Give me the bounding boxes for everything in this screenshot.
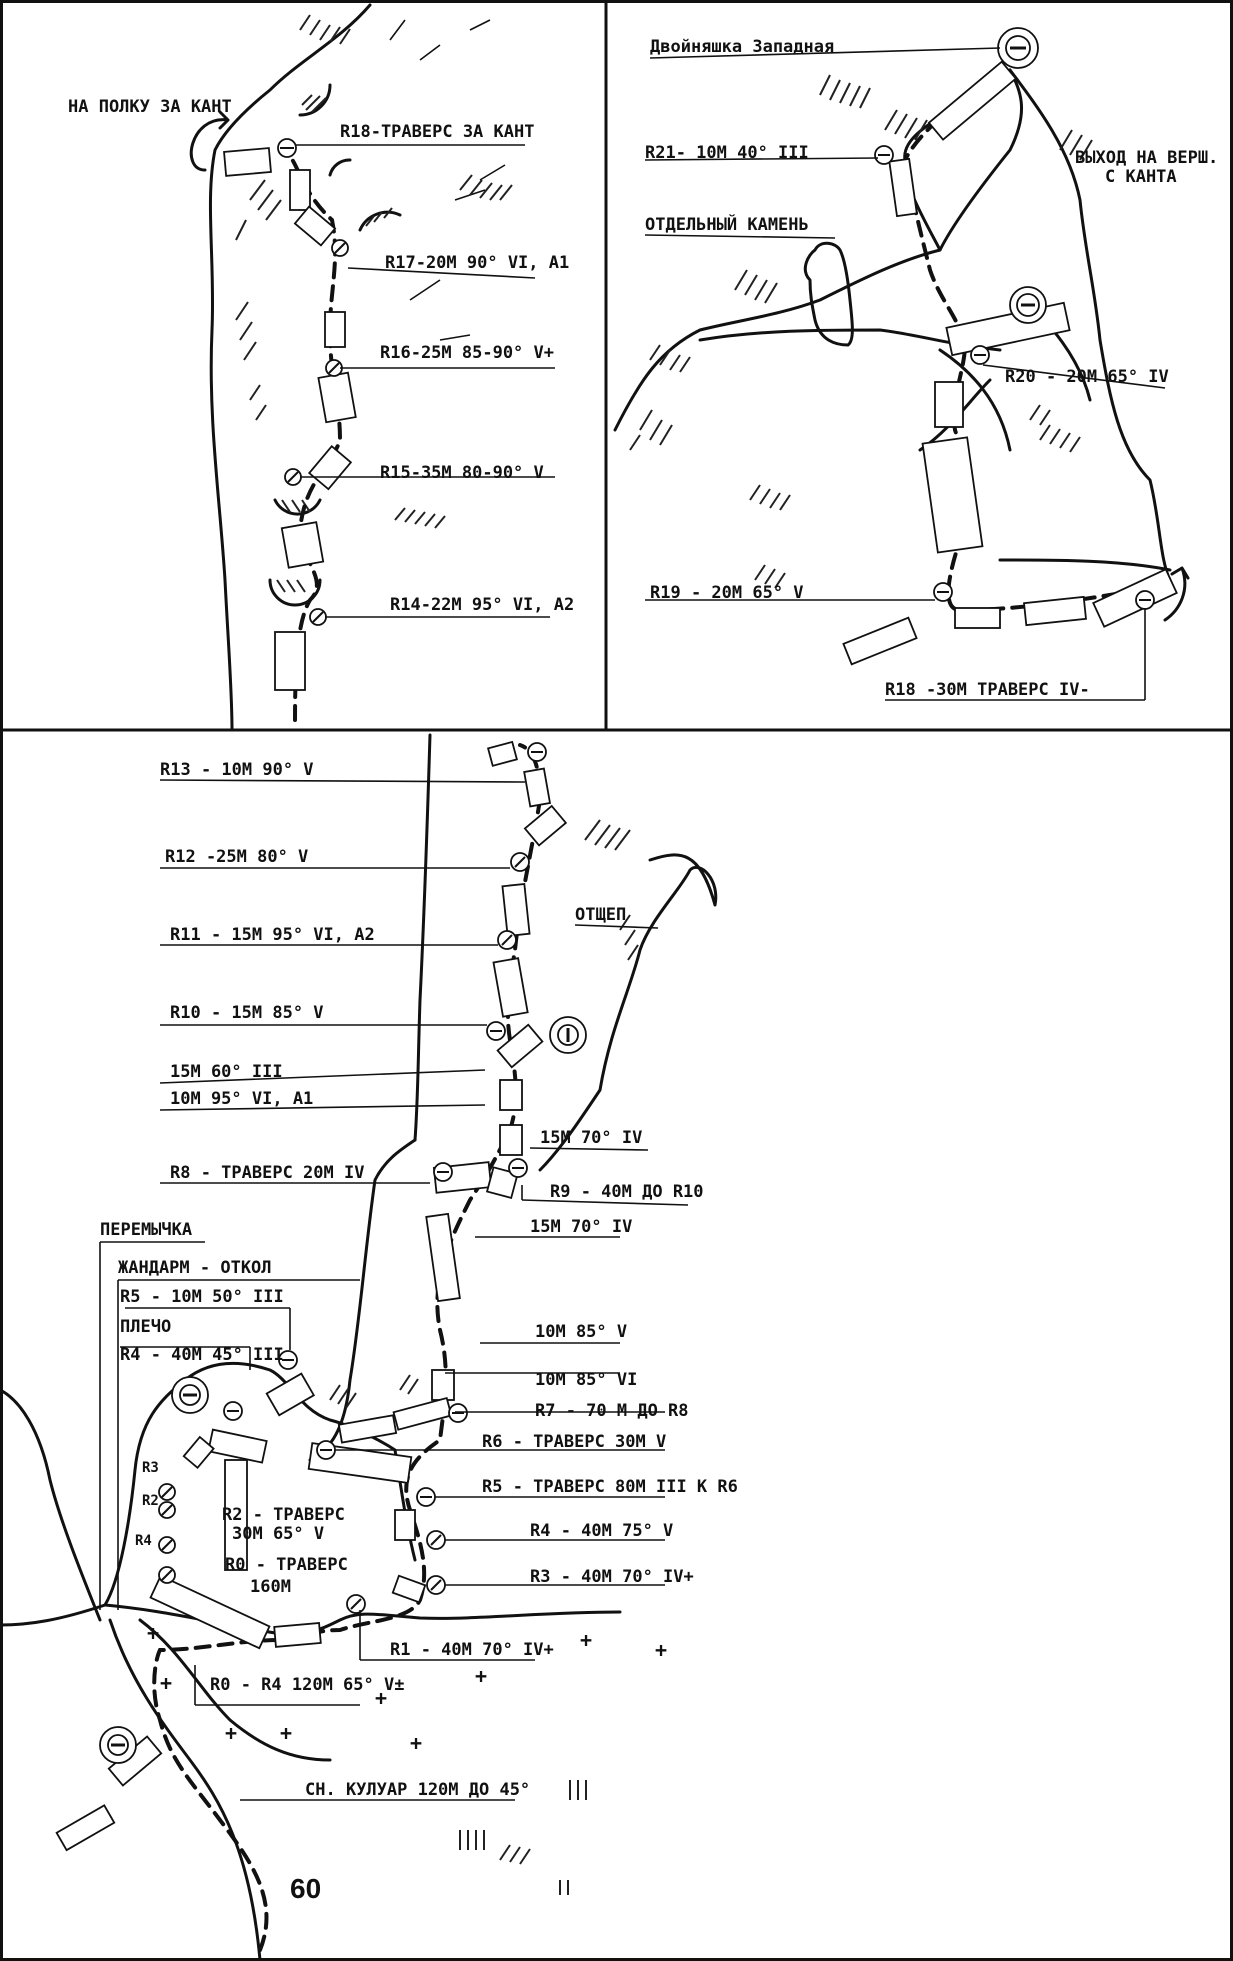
marker-r2: R2 bbox=[142, 1493, 159, 1509]
bottom-boxes bbox=[55, 740, 568, 1852]
label-shoulder: ПЛЕЧО bbox=[120, 1317, 171, 1337]
label-separate-stone: ОТДЕЛЬНЫЙ КАМЕНЬ bbox=[645, 213, 809, 235]
label-r3: R3 - 40М 70° IV+ bbox=[530, 1567, 694, 1587]
rock-hatching bbox=[235, 14, 513, 529]
label-onto-ledge: НА ПОЛКУ ЗА КАНТ bbox=[68, 97, 232, 117]
overhang-arcs bbox=[268, 83, 402, 607]
route-line-upper bbox=[283, 148, 343, 722]
label-r11: R11 - 15М 95° VI, A2 bbox=[170, 925, 375, 945]
panel-bottom: + + + + + + + + + bbox=[0, 733, 738, 1961]
svg-text:+: + bbox=[160, 1671, 172, 1695]
belay-boxes bbox=[223, 147, 357, 691]
svg-text:+: + bbox=[580, 1628, 592, 1652]
bottom-leaders bbox=[99, 779, 689, 1801]
label-r0-detail: 160М bbox=[250, 1577, 291, 1597]
label-summit-name: Двойняшка Западная bbox=[650, 37, 834, 57]
label-r9: R9 - 40М ДО R10 bbox=[550, 1182, 704, 1202]
right-hatching bbox=[629, 74, 1093, 589]
panel-top-left: НА ПОЛКУ ЗА КАНТ R18-ТРАВЕРС ЗА КАНТ R17… bbox=[68, 3, 574, 732]
belay-stations bbox=[277, 138, 349, 626]
svg-text:+: + bbox=[475, 1664, 487, 1688]
label-r18-left: R18-ТРАВЕРС ЗА КАНТ bbox=[340, 122, 534, 142]
label-r6: R6 - ТРАВЕРС 30М V bbox=[482, 1432, 666, 1452]
label-10m85vi: 10М 85° VI bbox=[535, 1370, 637, 1390]
label-15m70-upper: 15М 70° IV bbox=[540, 1128, 642, 1148]
label-saddle: ПЕРЕМЫЧКА bbox=[100, 1220, 192, 1240]
ridge-left bbox=[0, 1378, 187, 1627]
svg-text:+: + bbox=[225, 1721, 237, 1745]
svg-text:+: + bbox=[280, 1721, 292, 1745]
panel-top-right: Двойняшка Западная ВЫХОД НА ВЕРШ. С КАНТ… bbox=[613, 27, 1218, 701]
label-r20: R20 - 20М 65° IV bbox=[1005, 367, 1169, 387]
couloir-outline bbox=[108, 1618, 332, 1961]
label-10m85v: 10М 85° V bbox=[535, 1322, 627, 1342]
bottom-stations bbox=[99, 742, 587, 1764]
svg-text:+: + bbox=[147, 1621, 159, 1645]
label-r2: R2 - ТРАВЕРС bbox=[222, 1505, 345, 1525]
label-r16: R16-25М 85-90° V+ bbox=[380, 343, 554, 363]
label-r12: R12 -25М 80° V bbox=[165, 847, 308, 867]
label-r5-lower: R5 - ТРАВЕРС 80М III К R6 bbox=[482, 1477, 738, 1497]
label-r17: R17-20М 90° VI, A1 bbox=[385, 253, 569, 273]
label-r7: R7 - 70 М ДО R8 bbox=[535, 1401, 689, 1421]
label-exit-2: С КАНТА bbox=[1105, 167, 1177, 187]
label-r15: R15-35М 80-90° V bbox=[380, 463, 544, 483]
ridge-outline bbox=[208, 3, 372, 732]
label-r1: R1 - 40М 70° IV+ bbox=[390, 1640, 554, 1660]
label-r4-lower: R4 - 40М 75° V bbox=[530, 1521, 673, 1541]
label-flake: ОТЩЕП bbox=[575, 905, 626, 925]
svg-text:+: + bbox=[375, 1686, 387, 1710]
lower-buttress bbox=[183, 1361, 417, 1562]
separate-stone bbox=[803, 241, 854, 347]
label-exit: ВЫХОД НА ВЕРШ. bbox=[1075, 148, 1218, 168]
page-number: 60 bbox=[290, 1873, 321, 1904]
label-r10: R10 - 15М 85° V bbox=[170, 1003, 324, 1023]
flake-outline bbox=[538, 853, 718, 1172]
label-couloir: СН. КУЛУАР 120М ДО 45° bbox=[305, 1780, 530, 1800]
bottom-hatching bbox=[329, 819, 639, 1895]
label-r2-detail: 30М 65° V bbox=[232, 1524, 324, 1544]
scree-marks: + + + + + + + + + bbox=[147, 1621, 667, 1755]
marker-r3: R3 bbox=[142, 1460, 159, 1476]
label-r0: R0 - ТРАВЕРС bbox=[225, 1555, 348, 1575]
svg-text:+: + bbox=[655, 1638, 667, 1662]
label-r18-right: R18 -30М ТРАВЕРС IV- bbox=[885, 680, 1090, 700]
label-r4-upper: R4 - 40М 45° III bbox=[120, 1345, 284, 1365]
label-r8: R8 - ТРАВЕРС 20М IV bbox=[170, 1163, 364, 1183]
label-r13: R13 - 10М 90° V bbox=[160, 760, 314, 780]
tower-outline bbox=[308, 1138, 417, 1462]
exit-arrow bbox=[1163, 566, 1190, 622]
label-r19: R19 - 20М 65° V bbox=[650, 583, 804, 603]
main-crack bbox=[413, 733, 432, 1142]
label-15m70-lower: 15М 70° IV bbox=[530, 1217, 632, 1237]
label-r21: R21- 10М 40° III bbox=[645, 143, 809, 163]
label-gendarme: ЖАНДАРМ - ОТКОЛ bbox=[118, 1258, 272, 1278]
label-r5-upper: R5 - 10М 50° III bbox=[120, 1287, 284, 1307]
label-10m95: 10М 95° VI, A1 bbox=[170, 1089, 313, 1109]
leader-lines bbox=[296, 144, 555, 618]
top-right-leaders bbox=[644, 47, 1166, 701]
onto-ledge-arrow bbox=[189, 110, 230, 172]
marker-r4: R4 bbox=[135, 1533, 152, 1549]
label-15m60: 15М 60° III bbox=[170, 1062, 283, 1082]
label-r0-r4: R0 - R4 120М 65° V± bbox=[210, 1675, 404, 1695]
summit-outline bbox=[613, 68, 1024, 432]
label-r14: R14-22М 95° VI, A2 bbox=[390, 595, 574, 615]
svg-text:+: + bbox=[410, 1731, 422, 1755]
top-right-stations bbox=[874, 27, 1155, 610]
